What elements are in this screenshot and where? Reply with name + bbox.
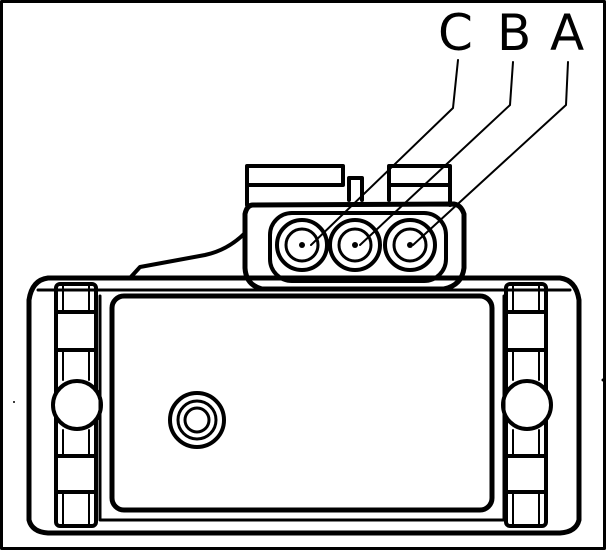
pin-label-a: A [550,4,584,62]
left-mounting-hole [51,379,103,431]
sensor-cover-plate [109,293,495,513]
speck [13,401,15,403]
connector-latch [245,164,452,207]
leader-line-c [310,59,459,246]
pin-c [275,218,329,272]
cover-plate-edge [98,294,506,522]
leader-line-b [359,61,514,246]
pin-label-c: C [438,4,473,62]
right-mounting-bracket [504,282,548,528]
pin-a [383,218,437,272]
connector-inner [268,211,448,283]
pin-b [328,218,382,272]
speck [601,378,605,382]
pin-label-b: B [497,4,531,62]
vacuum-port [168,391,226,449]
leader-line-a [412,61,569,246]
right-mounting-hole [501,379,553,431]
sensor-housing [26,275,582,536]
leader-lines [310,59,569,246]
connector-ramp [128,231,247,280]
